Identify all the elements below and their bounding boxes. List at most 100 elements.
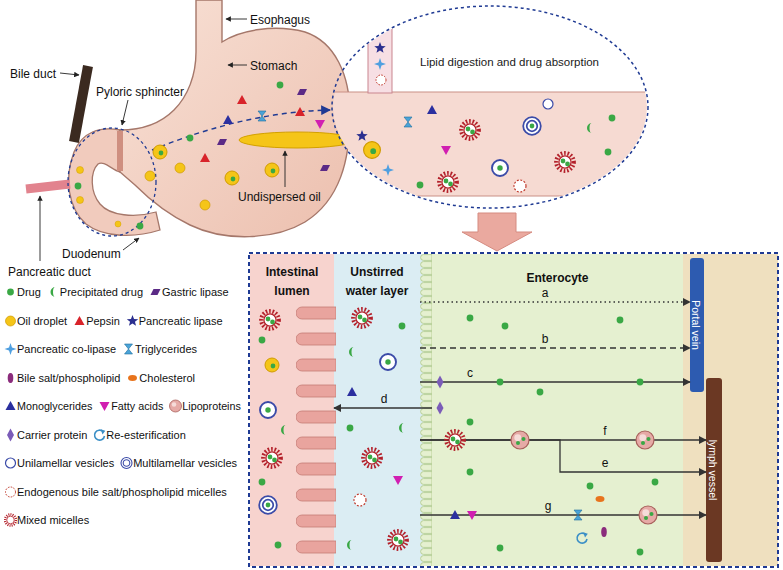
legend-swatch (126, 371, 139, 385)
legend-swatch (47, 285, 60, 299)
particle-symbol (467, 511, 477, 520)
particle-symbol (137, 223, 144, 230)
node-text: Lipid digestion and drug absorption (420, 56, 599, 68)
connector-arrow (420, 301, 690, 302)
particle-symbol (153, 145, 167, 159)
legend-item: Cholesterol (126, 370, 195, 386)
legend-item: Pancreatic co-lipase (4, 341, 116, 357)
legend-text: Carrier protein (17, 429, 87, 441)
part-label: Pyloric sphincter (96, 85, 184, 99)
particle-symbol (77, 167, 84, 174)
leader-line (285, 151, 286, 187)
particle-symbol (637, 379, 644, 386)
particle-symbol (605, 149, 612, 156)
edge-label: e (600, 456, 611, 470)
particle-symbol (617, 317, 624, 324)
legend-item: Unilamellar vesicles (4, 455, 114, 471)
legend-swatch (149, 285, 162, 299)
legend-item: Lipoproteins (169, 398, 241, 414)
particle-symbol (492, 160, 508, 176)
legend-item: Gastric lipase (149, 284, 229, 300)
node-text: Unstirred water layer (346, 265, 409, 298)
edge-label-box: e (600, 455, 611, 470)
villi (296, 300, 336, 564)
particle-symbol (281, 425, 286, 435)
particle-symbol (639, 506, 657, 524)
part-label: Stomach (250, 59, 297, 73)
legend-swatch (4, 456, 17, 470)
particle-symbol (320, 165, 330, 171)
particle-symbol (275, 542, 282, 549)
legend-swatch (120, 456, 133, 470)
intestine-section (330, 0, 650, 196)
legend-item: Bile salt/phospholipid (4, 370, 120, 386)
particle-symbol (577, 532, 588, 543)
particle-symbol (225, 171, 239, 185)
legend-item: Mixed micelles (4, 512, 89, 528)
particle-symbol (461, 121, 479, 139)
legend-swatch (98, 399, 111, 413)
particle-symbol (315, 120, 325, 129)
lumen-band: Intestinal lumen (250, 254, 334, 564)
legend-item: Oil droplet (4, 313, 67, 329)
particle-symbol (363, 449, 381, 467)
node-text: lymph vessel (707, 440, 719, 501)
edge-label-box: c (465, 365, 475, 380)
particle-symbol (217, 139, 227, 145)
intestine-wall (330, 195, 650, 196)
legend-text: Oil droplet (17, 315, 67, 327)
legend-swatch (4, 485, 17, 499)
particle-symbol (265, 358, 279, 372)
particle-symbol (587, 483, 594, 490)
edge-label: a (540, 286, 551, 300)
edge-label: b (540, 332, 551, 346)
part-label-box: Undispersed oil (238, 189, 321, 204)
node-text: Portal vein (690, 300, 702, 350)
lymph-vessel-bar: lymph vessel (706, 378, 722, 562)
particle-symbol (437, 402, 444, 415)
part-label: Undispersed oil (238, 190, 321, 204)
particle-symbol (187, 135, 194, 142)
connector-arrow (334, 407, 432, 408)
part-label: Esophagus (250, 13, 310, 27)
callout-oval: Lipid digestion and drug absorption (330, 4, 650, 210)
legend-item: Triglycerides (122, 341, 197, 357)
legend-text: Drug (17, 286, 41, 298)
particle-symbol (574, 510, 582, 520)
particle-symbol (609, 115, 616, 122)
particle-symbol (374, 42, 385, 53)
lymph-vessel-shape (706, 378, 722, 562)
legend-swatch (169, 399, 182, 413)
enterocyte-ground (432, 254, 683, 566)
block-arrow (462, 213, 532, 251)
particle-symbol (382, 164, 394, 176)
part-label-box: Stomach (250, 58, 297, 73)
particle-symbol (543, 99, 553, 109)
leader-line (60, 73, 79, 75)
particle-symbol (374, 58, 386, 70)
particle-symbol (258, 111, 266, 121)
particle-symbol (399, 423, 404, 433)
legend-swatch (4, 314, 17, 328)
legend-swatch (4, 513, 17, 527)
particle-symbol (502, 323, 509, 330)
particle-symbol (601, 527, 607, 537)
particle-symbol (295, 107, 305, 116)
legend-text: Pancreatic co-lipase (17, 343, 116, 355)
particle-symbol (259, 496, 277, 514)
legend-item: Multilamellar vesicles (120, 455, 237, 471)
leader-line (123, 238, 139, 250)
legend-text: Pepsin (86, 315, 120, 327)
connector-arrow (420, 514, 706, 515)
particle-symbol (399, 323, 406, 330)
edge-label: d (379, 392, 390, 406)
particle-symbol (439, 173, 457, 191)
legend-text: Multilamellar vesicles (133, 457, 237, 469)
particle-symbol (263, 449, 281, 467)
legend-item: Pepsin (73, 313, 120, 329)
legend-swatch (4, 285, 17, 299)
legend-text: Endogenous bile salt/phospholipid micell… (17, 486, 227, 498)
legend-text: Fatty acids (111, 400, 163, 412)
legend-text: Re-esterification (106, 429, 185, 441)
leader-line (122, 100, 128, 125)
